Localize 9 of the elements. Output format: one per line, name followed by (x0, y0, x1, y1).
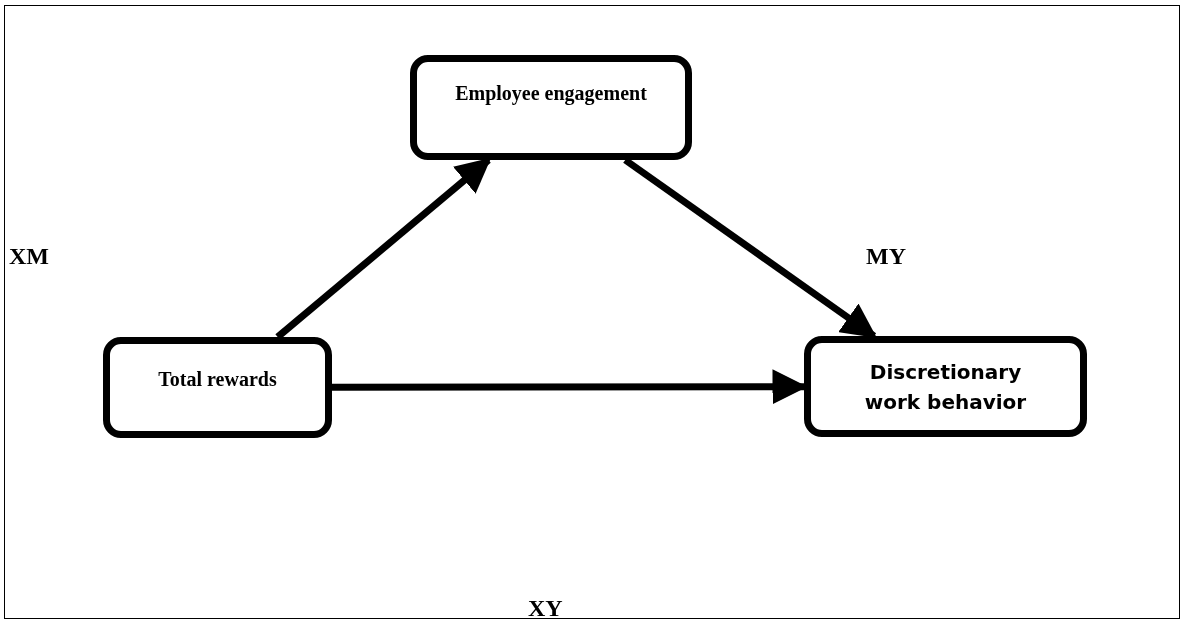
rounded-box (410, 55, 692, 160)
box-label: Discretionary work behavior (863, 358, 1028, 416)
rounded-box (804, 336, 1087, 437)
box-label: Employee engagement (455, 81, 647, 107)
path-label: XY (528, 594, 563, 621)
path-label: MY (866, 242, 906, 271)
path-label: XM (9, 242, 49, 271)
box-label: Total rewards (158, 367, 277, 392)
rounded-box (103, 337, 332, 438)
